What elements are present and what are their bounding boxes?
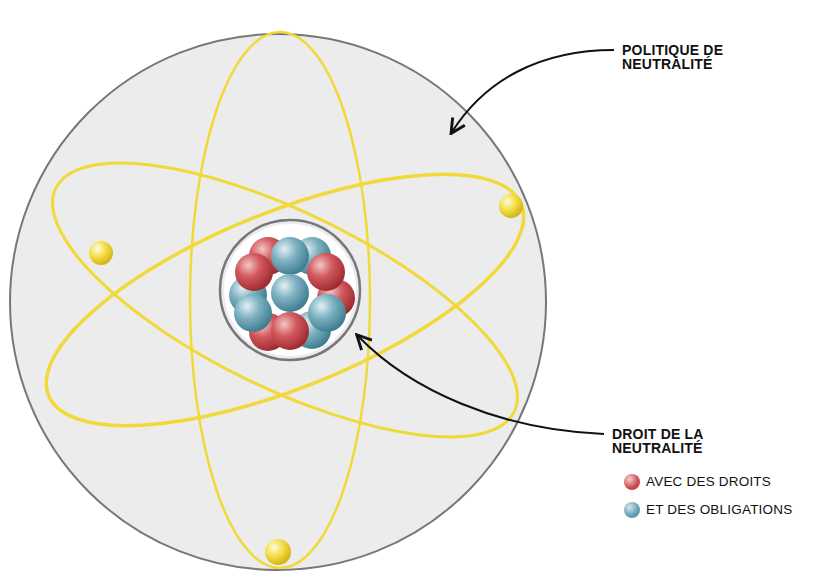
callout-label: DROIT DE LA NEUTRALITÉ [612,427,762,455]
legend-swatch [624,502,640,518]
legend-text: ET DES OBLIGATIONS [646,503,792,517]
nucleons [229,237,355,351]
electrons [89,194,523,565]
nucleus-ring [220,220,360,360]
legend-swatch [624,474,640,490]
nucleus-core [224,224,356,356]
legend-row: AVEC DES DROITS [624,474,771,490]
legend-row: ET DES OBLIGATIONS [624,502,792,518]
callout-label: POLITIQUE DE NEUTRALITÉ [622,43,772,71]
legend-text: AVEC DES DROITS [646,475,771,489]
orbits [16,32,555,568]
leader-arrows [358,50,614,434]
